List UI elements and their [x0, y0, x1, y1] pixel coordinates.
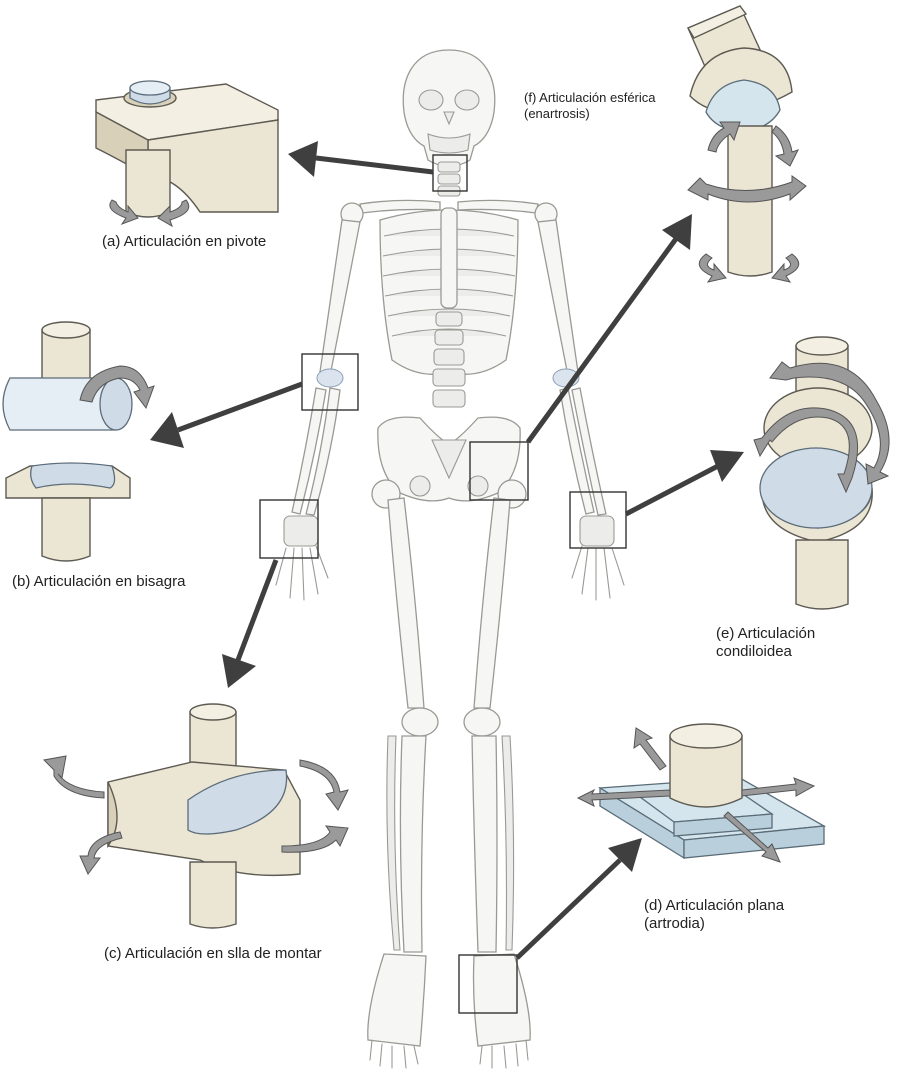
foot-box	[458, 954, 518, 1014]
location-boxes	[259, 154, 627, 1014]
label-condyloid-joint-line2: condiloidea	[716, 643, 792, 660]
pivot-joint-model	[95, 80, 279, 228]
wrist-left-box	[259, 499, 319, 559]
label-saddle-joint: (c) Articulación en slla de montar	[104, 945, 322, 962]
left-arm	[275, 219, 361, 601]
left-leg	[367, 479, 439, 1069]
condyloid-joint-model	[753, 336, 890, 610]
elbow-box	[301, 353, 359, 411]
pointer-arrows	[150, 141, 744, 960]
label-plane-joint-line2: (artrodia)	[644, 915, 705, 932]
saddle-joint-model	[42, 703, 349, 929]
lumbar-spine	[432, 311, 466, 408]
label-plane-joint-line1: (d) Articulación plana	[644, 897, 785, 914]
label-condyloid-joint-line1: (e) Articulación	[716, 625, 816, 642]
rib-cage	[379, 207, 519, 375]
neck-box	[432, 154, 468, 192]
skeleton	[275, 49, 625, 1069]
wrist-right-box	[569, 491, 627, 549]
ball-and-socket-joint-model	[686, 5, 807, 283]
label-ball-socket-joint-line2: (enartrosis)	[524, 106, 590, 121]
plane-joint-model	[576, 723, 827, 863]
right-leg	[463, 479, 531, 1069]
skull	[402, 49, 496, 167]
hinge-joint-model	[2, 321, 155, 562]
label-hinge-joint: (b) Articulación en bisagra	[12, 573, 186, 590]
shoulder-girdle	[340, 199, 558, 226]
label-ball-socket-joint-line1: (f) Articulación esférica	[524, 90, 656, 105]
pelvis	[377, 416, 521, 502]
hip-box	[469, 441, 529, 501]
label-pivot-joint: (a) Articulación en pivote	[102, 233, 267, 250]
